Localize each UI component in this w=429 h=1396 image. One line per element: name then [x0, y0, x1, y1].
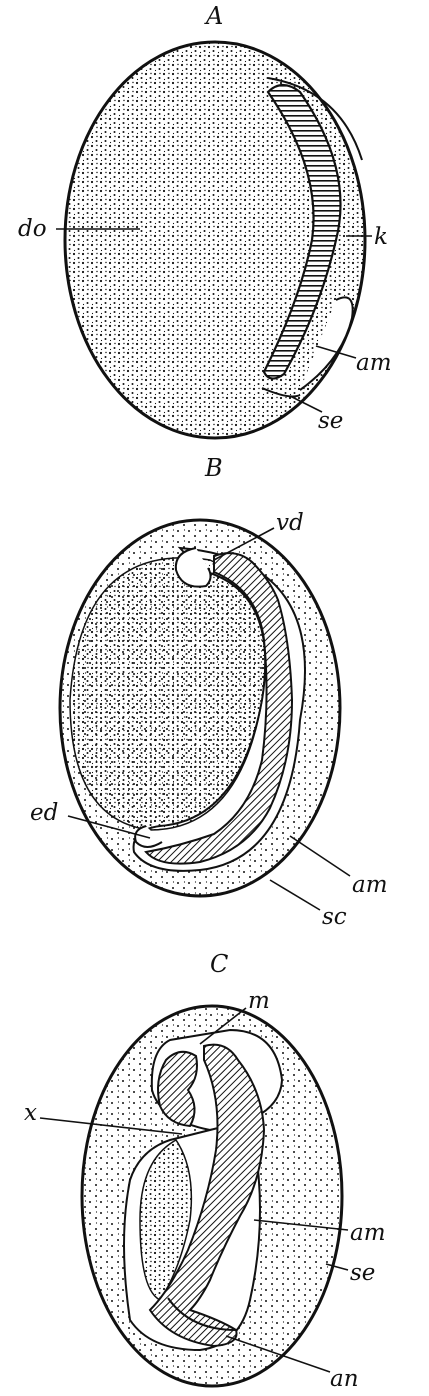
- label-am-c: am: [350, 1220, 386, 1246]
- leader-se-b: [269, 879, 321, 911]
- leader-an: [225, 1335, 331, 1373]
- anal-fold-an: [167, 1297, 237, 1331]
- label-m: m: [248, 988, 270, 1014]
- label-an: an: [330, 1366, 359, 1392]
- germ-band-b: [144, 552, 294, 865]
- label-se-a: se: [318, 408, 343, 434]
- head-lobe-c: [157, 1050, 198, 1128]
- leader-am-b: [289, 835, 351, 877]
- germ-band-a: [262, 83, 342, 380]
- panel-b: B vd ed am sc: [30, 454, 388, 930]
- leader-vd: [213, 527, 275, 561]
- proctodaeum-ed: [134, 825, 163, 848]
- leader-am-a: [315, 345, 357, 359]
- stomodaeum-vd: [174, 547, 212, 588]
- label-ed: ed: [30, 800, 58, 826]
- label-vd: vd: [276, 510, 304, 536]
- leader-se-c: [325, 1263, 349, 1271]
- leader-m: [199, 1007, 247, 1045]
- serosa-arc-a: [267, 77, 363, 161]
- panel-a-title: A: [204, 2, 223, 30]
- germ-band-c: [148, 1043, 266, 1348]
- leader-ed: [67, 815, 151, 839]
- leader-se-a: [289, 395, 323, 413]
- label-am-b: am: [352, 872, 388, 898]
- label-se-b: sc: [322, 904, 347, 930]
- leader-x: [39, 1117, 183, 1135]
- panel-c: C m x am se an: [24, 950, 386, 1392]
- panel-a: A do k am se: [18, 2, 392, 440]
- label-se-c: se: [350, 1260, 375, 1286]
- leader-am-c: [253, 1219, 349, 1231]
- label-am-a: am: [356, 350, 392, 376]
- panel-b-title: B: [204, 454, 223, 482]
- label-do: do: [18, 216, 47, 242]
- amnion-fold-a: [299, 296, 354, 391]
- panel-c-title: C: [210, 950, 228, 978]
- serosa-lower-a: [261, 387, 301, 398]
- label-x: x: [24, 1100, 37, 1126]
- label-k: k: [374, 224, 388, 250]
